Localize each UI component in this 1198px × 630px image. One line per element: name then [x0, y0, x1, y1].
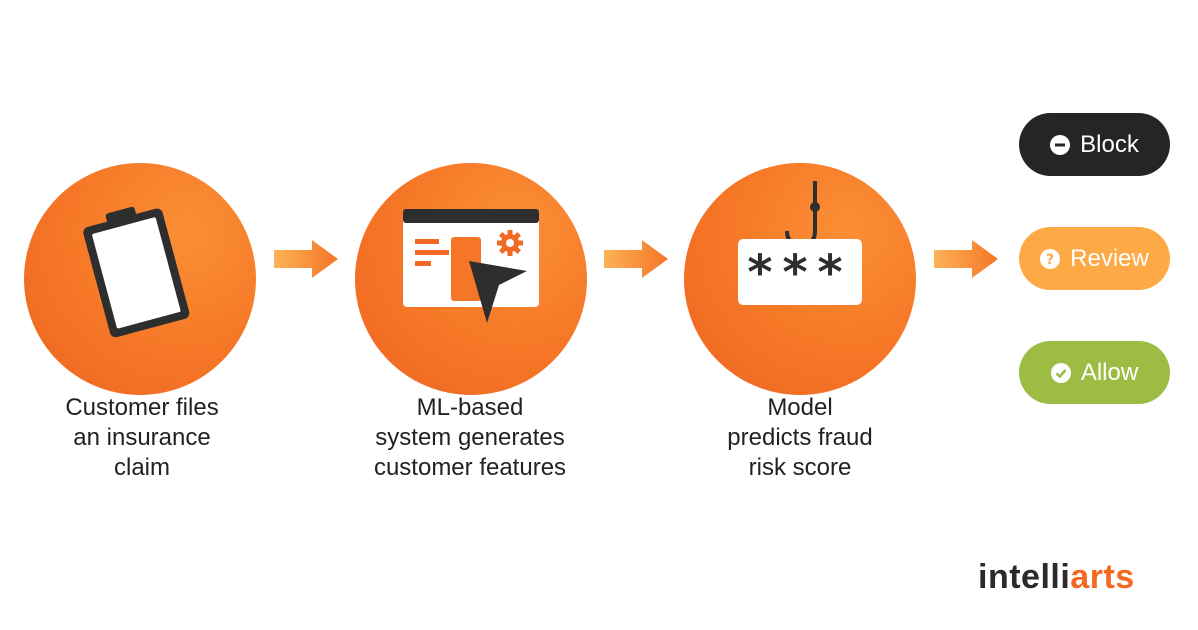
outcome-block-pill: Block: [1019, 113, 1170, 176]
question-circle-icon: ?: [1040, 248, 1061, 269]
arrow-right-icon: [934, 240, 998, 278]
step-3-circle: ***: [684, 163, 916, 395]
step-2-label: ML-based system generates customer featu…: [373, 394, 567, 481]
browser-cursor-icon: [403, 209, 539, 323]
clipboard-icon: [83, 206, 190, 338]
outcome-allow-label: Allow: [1080, 358, 1139, 386]
arrow-right-icon: [604, 240, 668, 278]
outcome-allow-pill: Allow: [1019, 341, 1170, 404]
step-3-label: Model predicts fraud risk score: [727, 394, 873, 481]
intelliarts-logo: intelliarts: [978, 558, 1135, 597]
arrow-right-icon: [274, 240, 338, 278]
svg-text:?: ?: [1046, 252, 1054, 268]
step-1-label: Customer files an insurance claim: [65, 394, 219, 481]
outcome-block-label: Block: [1080, 130, 1139, 158]
logo-text-main: intelli: [978, 558, 1071, 596]
minus-circle-icon: [1050, 134, 1071, 155]
logo-text-accent: arts: [1070, 558, 1135, 596]
outcome-review-pill: ? Review: [1019, 227, 1170, 290]
step-2-circle: [355, 163, 587, 395]
check-circle-icon: [1050, 362, 1071, 383]
outcome-review-label: Review: [1070, 244, 1149, 272]
step-1-circle: [24, 163, 256, 395]
phishing-hook-icon: ***: [738, 181, 862, 305]
password-mask-text: ***: [747, 245, 852, 301]
